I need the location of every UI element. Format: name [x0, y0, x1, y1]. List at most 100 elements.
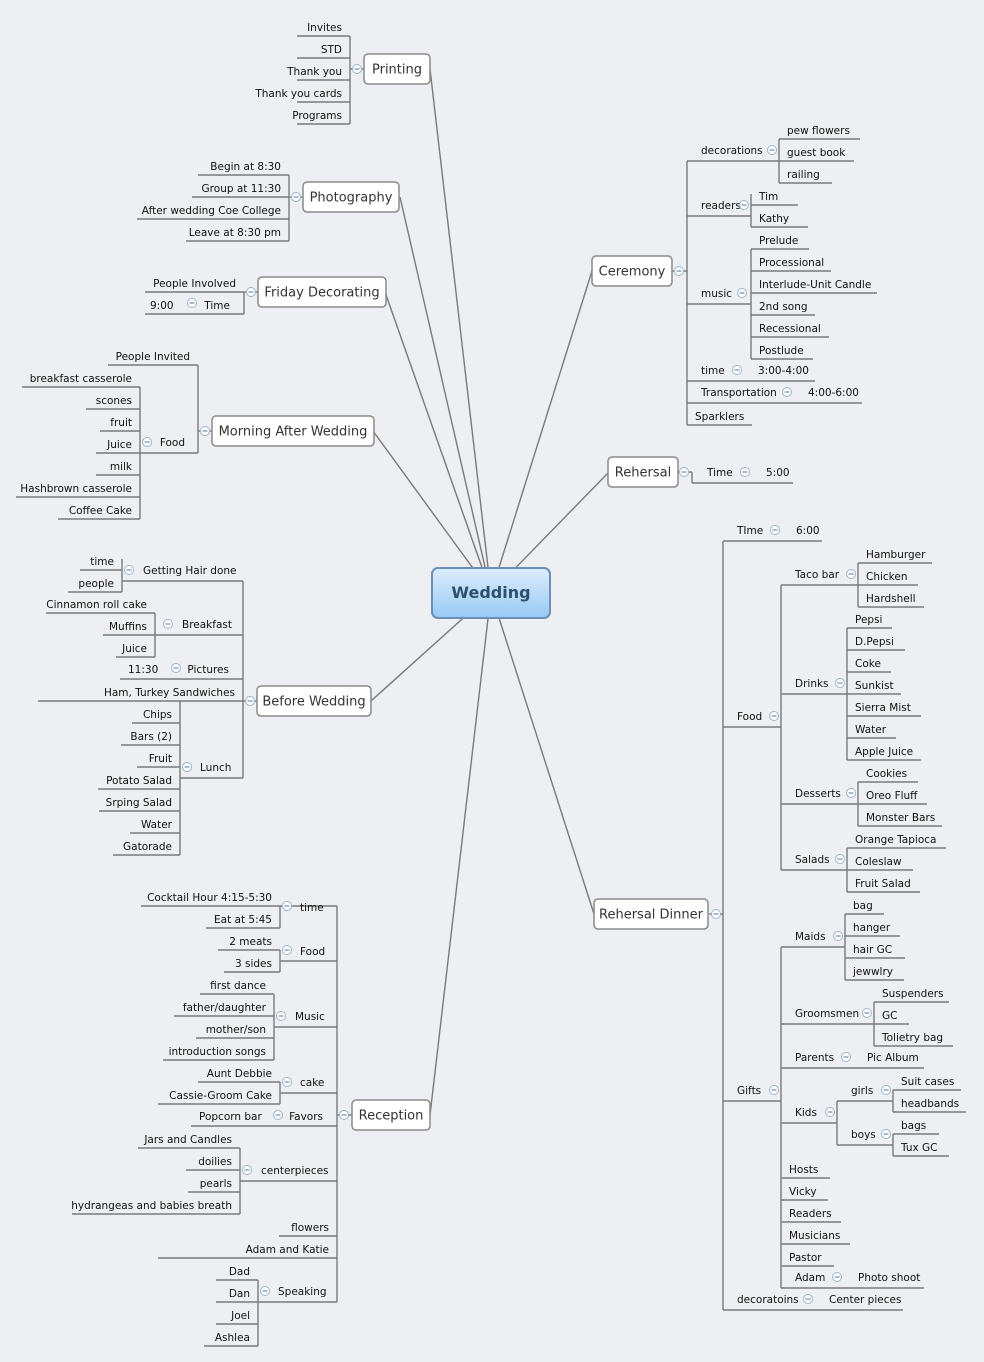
collapse-toggle-icon[interactable]: [737, 288, 747, 298]
node-bars-2[interactable]: Bars (2): [130, 731, 172, 743]
node-thank-you-cards[interactable]: Thank you cards: [254, 88, 342, 100]
node-11-30[interactable]: 11:30: [128, 664, 158, 676]
node-orange-tapioca[interactable]: Orange Tapioca: [855, 834, 936, 846]
topic-rehersal[interactable]: [607, 456, 679, 488]
node-srping-salad[interactable]: Srping Salad: [106, 797, 172, 809]
collapse-toggle-icon[interactable]: [881, 1129, 891, 1139]
node-cookies[interactable]: Cookies: [866, 768, 907, 780]
topic-reception[interactable]: [351, 1099, 431, 1131]
node-ashlea[interactable]: Ashlea: [215, 1332, 250, 1344]
node-invites[interactable]: Invites: [307, 22, 342, 34]
node-thank-you[interactable]: Thank you: [286, 66, 342, 78]
collapse-toggle-icon[interactable]: [835, 854, 845, 864]
node-pepsi[interactable]: Pepsi: [855, 614, 882, 626]
collapse-toggle-icon[interactable]: [163, 619, 173, 629]
node-parents[interactable]: Parents: [795, 1052, 834, 1064]
node-4-00-6-00[interactable]: 4:00-6:00: [808, 387, 859, 399]
node-hair-gc[interactable]: hair GC: [853, 944, 892, 956]
node-hosts[interactable]: Hosts: [789, 1164, 818, 1176]
node-9-00[interactable]: 9:00: [150, 300, 174, 312]
node-maids[interactable]: Maids: [795, 931, 826, 943]
node-cake[interactable]: cake: [300, 1077, 324, 1089]
topic-printing[interactable]: [363, 53, 431, 85]
node-3-sides[interactable]: 3 sides: [235, 958, 272, 970]
node-hanger[interactable]: hanger: [853, 922, 891, 934]
node-desserts[interactable]: Desserts: [795, 788, 841, 800]
node-3-00-4-00[interactable]: 3:00-4:00: [758, 365, 809, 377]
node-milk[interactable]: milk: [110, 461, 133, 473]
node-music[interactable]: music: [701, 288, 732, 300]
collapse-toggle-icon[interactable]: [711, 909, 721, 919]
node-people[interactable]: people: [78, 578, 114, 590]
node-guest-book[interactable]: guest book: [787, 147, 846, 159]
collapse-toggle-icon[interactable]: [825, 1107, 835, 1117]
node-suit-cases[interactable]: Suit cases: [901, 1076, 954, 1088]
collapse-toggle-icon[interactable]: [242, 1165, 252, 1175]
collapse-toggle-icon[interactable]: [187, 298, 197, 308]
collapse-toggle-icon[interactable]: [769, 711, 779, 721]
node-gifts[interactable]: Gifts: [737, 1085, 761, 1097]
node-hamburger[interactable]: Hamburger: [866, 549, 926, 561]
node-introduction-songs[interactable]: introduction songs: [169, 1046, 266, 1058]
node-people-invited[interactable]: People Invited: [116, 351, 190, 363]
node-pastor[interactable]: Pastor: [789, 1252, 822, 1264]
node-chicken[interactable]: Chicken: [866, 571, 908, 583]
node-drinks[interactable]: Drinks: [795, 678, 829, 690]
node-interlude-unit-candle[interactable]: Interlude-Unit Candle: [759, 279, 871, 291]
collapse-toggle-icon[interactable]: [846, 788, 856, 798]
node-oreo-fluff[interactable]: Oreo Fluff: [866, 790, 918, 802]
node-adam-and-katie[interactable]: Adam and Katie: [246, 1244, 329, 1256]
collapse-toggle-icon[interactable]: [674, 266, 684, 276]
node-water[interactable]: Water: [855, 724, 887, 736]
collapse-toggle-icon[interactable]: [282, 901, 292, 911]
collapse-toggle-icon[interactable]: [803, 1294, 813, 1304]
node-juice[interactable]: Juice: [106, 439, 132, 451]
node-apple-juice[interactable]: Apple Juice: [855, 746, 913, 758]
node-tolietry-bag[interactable]: Tolietry bag: [881, 1032, 943, 1044]
node-railing[interactable]: railing: [787, 169, 820, 181]
node-prelude[interactable]: Prelude: [759, 235, 798, 247]
node-coke[interactable]: Coke: [855, 658, 881, 670]
node-dan[interactable]: Dan: [229, 1288, 250, 1300]
node-center-pieces[interactable]: Center pieces: [829, 1294, 901, 1306]
node-leave-at-8-30-pm[interactable]: Leave at 8:30 pm: [189, 227, 281, 239]
node-suspenders[interactable]: Suspenders: [882, 988, 943, 1000]
node-tim[interactable]: Tim: [758, 191, 778, 203]
node-kathy[interactable]: Kathy: [759, 213, 789, 225]
collapse-toggle-icon[interactable]: [679, 467, 689, 477]
collapse-toggle-icon[interactable]: [273, 1110, 283, 1120]
node-readers[interactable]: Readers: [789, 1208, 832, 1220]
node-2nd-song[interactable]: 2nd song: [759, 301, 808, 313]
node-std[interactable]: STD: [321, 44, 342, 56]
node-aunt-debbie[interactable]: Aunt Debbie: [207, 1068, 272, 1080]
node-gc[interactable]: GC: [882, 1010, 897, 1022]
collapse-toggle-icon[interactable]: [200, 426, 210, 436]
node-programs[interactable]: Programs: [292, 110, 342, 122]
node-time[interactable]: TIme: [736, 525, 763, 537]
collapse-toggle-icon[interactable]: [833, 931, 843, 941]
node-time[interactable]: Time: [203, 300, 230, 312]
collapse-toggle-icon[interactable]: [739, 200, 749, 210]
node-readers[interactable]: readers: [701, 200, 741, 212]
topic-before-wedding[interactable]: [256, 685, 372, 717]
node-pictures[interactable]: Pictures: [187, 664, 229, 676]
node-sierra-mist[interactable]: Sierra Mist: [855, 702, 911, 714]
node-salads[interactable]: Salads: [795, 854, 830, 866]
node-muffins[interactable]: Muffins: [109, 621, 147, 633]
node-after-wedding-coe-college[interactable]: After wedding Coe College: [142, 205, 281, 217]
collapse-toggle-icon[interactable]: [782, 387, 792, 397]
node-kids[interactable]: Kids: [795, 1107, 817, 1119]
collapse-toggle-icon[interactable]: [246, 287, 256, 297]
collapse-toggle-icon[interactable]: [182, 762, 192, 772]
collapse-toggle-icon[interactable]: [732, 365, 742, 375]
node-postlude[interactable]: Postlude: [759, 345, 804, 357]
topic-photography[interactable]: [302, 181, 400, 213]
node-group-at-11-30[interactable]: Group at 11:30: [202, 183, 281, 195]
collapse-toggle-icon[interactable]: [171, 663, 181, 673]
node-5-00[interactable]: 5:00: [766, 467, 790, 479]
node-bags[interactable]: bags: [901, 1120, 926, 1132]
node-music[interactable]: Music: [295, 1011, 325, 1023]
central-topic[interactable]: [431, 567, 551, 619]
node-cinnamon-roll-cake[interactable]: Cinnamon roll cake: [46, 599, 147, 611]
collapse-toggle-icon[interactable]: [769, 1085, 779, 1095]
